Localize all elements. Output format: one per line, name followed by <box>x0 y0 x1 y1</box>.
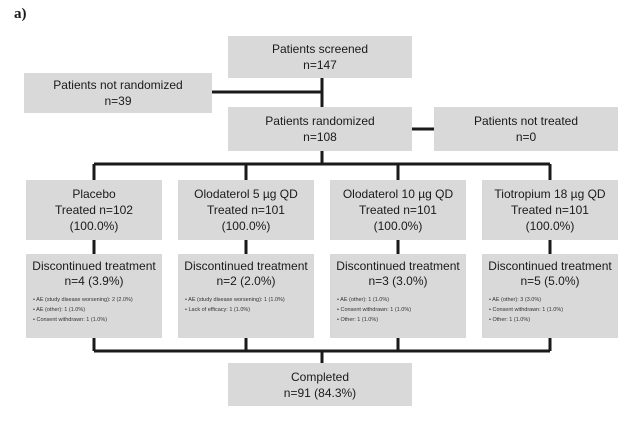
completed-count: n=91 (84.3%) <box>283 385 357 400</box>
arm-name: Tiotropium 18 µg QD <box>494 187 606 201</box>
arm-treated: Treated n=101 <box>511 203 589 217</box>
disc-reasons: AE (other): 1 (1.0%) Consent withdrawn: … <box>330 295 466 325</box>
disc-reason: AE (other): 1 (1.0%) <box>337 295 466 305</box>
not-randomized-box: Patients not randomized n=39 <box>24 73 212 113</box>
arm-name: Olodaterol 5 µg QD <box>194 187 298 201</box>
screened-box: Patients screened n=147 <box>228 36 412 78</box>
disc-reasons: AE (study disease worsening): 1 (1.0%) L… <box>178 295 314 315</box>
disc-reasons: AE (study disease worsening): 2 (2.0%) A… <box>26 295 162 325</box>
panel-label: a) <box>14 6 27 22</box>
discontinued-box-tiotropium: Discontinued treatment n=5 (5.0%) AE (ot… <box>482 254 618 338</box>
screened-count: n=147 <box>303 58 337 72</box>
arm-pct: (100.0%) <box>221 219 271 233</box>
disc-reason: Lack of efficacy: 1 (1.0%) <box>185 305 314 315</box>
disc-title: Discontinued treatment <box>488 259 612 273</box>
not-randomized-count: n=39 <box>104 94 132 108</box>
discontinued-box-olodaterol-5: Discontinued treatment n=2 (2.0%) AE (st… <box>178 254 314 338</box>
randomized-box: Patients randomized n=108 <box>228 107 412 151</box>
arm-pct: (100.0%) <box>525 219 575 233</box>
disc-reason: AE (study disease worsening): 2 (2.0%) <box>33 295 162 305</box>
arm-box-olodaterol-10: Olodaterol 10 µg QD Treated n=101 (100.0… <box>330 180 466 240</box>
not-treated-count: n=0 <box>515 130 537 144</box>
disc-title: Discontinued treatment <box>184 259 308 273</box>
randomized-title: Patients randomized <box>265 114 375 128</box>
arm-box-tiotropium: Tiotropium 18 µg QD Treated n=101 (100.0… <box>482 180 618 240</box>
disc-reason: AE (other): 3 (3.0%) <box>489 295 618 305</box>
completed-title: Completed <box>290 369 350 384</box>
not-treated-box: Patients not treated n=0 <box>434 107 618 151</box>
arm-treated: Treated n=102 <box>55 203 133 217</box>
not-randomized-title: Patients not randomized <box>53 78 183 92</box>
arm-name: Olodaterol 10 µg QD <box>342 187 454 201</box>
arm-pct: (100.0%) <box>69 219 119 233</box>
disc-reason: Consent withdrawn: 1 (1.0%) <box>337 305 466 315</box>
discontinued-box-placebo: Discontinued treatment n=4 (3.9%) AE (st… <box>26 254 162 338</box>
arm-box-placebo: Placebo Treated n=102 (100.0%) <box>26 180 162 240</box>
screened-title: Patients screened <box>271 42 369 56</box>
disc-count: n=3 (3.0%) <box>368 274 428 288</box>
disc-count: n=2 (2.0%) <box>216 274 276 288</box>
disc-reason: AE (study disease worsening): 1 (1.0%) <box>185 295 314 305</box>
completed-box: Completed n=91 (84.3%) <box>228 363 412 406</box>
disc-count: n=4 (3.9%) <box>64 274 124 288</box>
arm-treated: Treated n=101 <box>359 203 437 217</box>
disc-title: Discontinued treatment <box>336 259 460 273</box>
arm-box-olodaterol-5: Olodaterol 5 µg QD Treated n=101 (100.0%… <box>178 180 314 240</box>
disc-reason: Other: 1 (1.0%) <box>337 315 466 325</box>
disc-title: Discontinued treatment <box>32 259 156 273</box>
randomized-count: n=108 <box>303 130 337 144</box>
disc-reasons: AE (other): 3 (3.0%) Consent withdrawn: … <box>482 295 618 325</box>
arm-name: Placebo <box>72 187 116 201</box>
arm-treated: Treated n=101 <box>207 203 285 217</box>
discontinued-box-olodaterol-10: Discontinued treatment n=3 (3.0%) AE (ot… <box>330 254 466 338</box>
arm-pct: (100.0%) <box>373 219 423 233</box>
disc-reason: AE (other): 1 (1.0%) <box>33 305 162 315</box>
disc-count: n=5 (5.0%) <box>520 274 580 288</box>
disc-reason: Consent withdrawn: 1 (1.0%) <box>489 305 618 315</box>
not-treated-title: Patients not treated <box>473 114 579 128</box>
disc-reason: Other: 1 (1.0%) <box>489 315 618 325</box>
disc-reason: Consent withdrawn: 1 (1.0%) <box>33 315 162 325</box>
